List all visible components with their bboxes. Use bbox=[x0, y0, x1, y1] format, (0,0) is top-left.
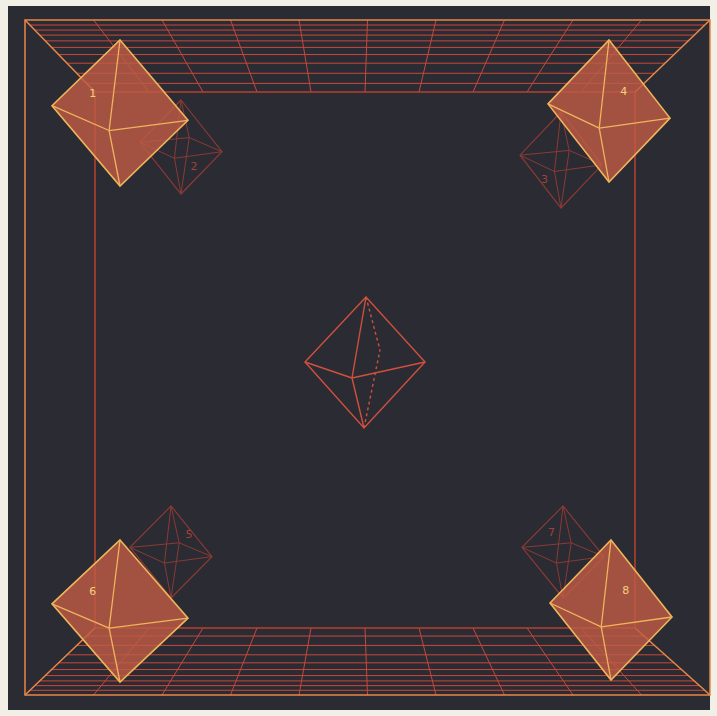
room-grid bbox=[30, 20, 705, 695]
callout-number: 1 bbox=[89, 87, 96, 98]
octahedron: 1 bbox=[52, 40, 188, 186]
callout-number: 4 bbox=[620, 86, 627, 97]
octahedron-outline bbox=[548, 40, 670, 182]
callout-number: 5 bbox=[186, 528, 193, 539]
callout-number: 6 bbox=[89, 586, 96, 597]
callout-number: 8 bbox=[622, 585, 629, 596]
callout-number: 3 bbox=[541, 174, 548, 185]
room-frame bbox=[25, 20, 710, 695]
octahedron-outline bbox=[52, 540, 188, 682]
center-octahedron bbox=[305, 297, 425, 428]
octahedron: 6 bbox=[52, 540, 188, 682]
dark-ground bbox=[8, 6, 710, 710]
octahedron-outline bbox=[550, 540, 672, 680]
callout-number: 2 bbox=[191, 160, 198, 171]
octahedron-outline bbox=[52, 40, 188, 186]
callout-number: 7 bbox=[548, 526, 555, 537]
octahedron: 8 bbox=[550, 540, 672, 680]
octahedron: 4 bbox=[548, 40, 670, 182]
